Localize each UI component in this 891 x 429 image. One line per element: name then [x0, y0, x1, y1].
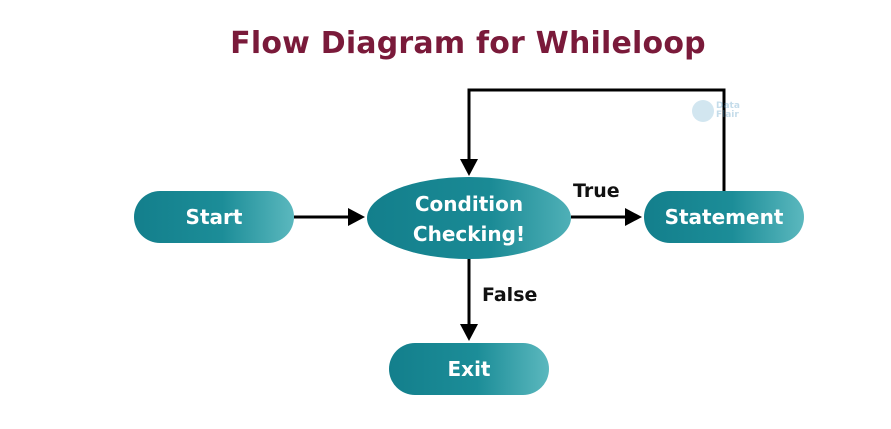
node-condition-text: Condition Checking!	[413, 189, 525, 249]
node-statement-label: Statement	[664, 205, 784, 229]
node-start-label: Start	[185, 205, 243, 229]
watermark-line1: Data	[716, 101, 740, 111]
node-start: Start	[134, 191, 294, 243]
diagram-title: Flow Diagram for Whileloop	[230, 26, 706, 61]
node-condition-line2: Checking!	[412, 222, 526, 246]
watermark-line2: Flair	[716, 110, 739, 120]
node-exit: Exit	[389, 343, 549, 395]
node-condition-line1: Condition	[414, 192, 524, 216]
edge-label-true: True	[573, 180, 620, 202]
edge-label-false: False	[482, 284, 538, 306]
node-condition: Condition Checking!	[367, 177, 571, 259]
arrow-loop-back	[467, 88, 726, 191]
node-exit-label: Exit	[447, 357, 491, 381]
arrowhead-start-to-condition	[348, 208, 365, 226]
arrowhead-loop-back	[460, 159, 478, 176]
arrowhead-condition-to-exit	[460, 324, 478, 341]
watermark-logo: Data Flair	[692, 100, 740, 122]
node-statement: Statement	[644, 191, 804, 243]
watermark-text: Data Flair	[716, 102, 740, 120]
watermark-icon	[692, 100, 714, 122]
arrowhead-condition-to-statement	[625, 208, 642, 226]
